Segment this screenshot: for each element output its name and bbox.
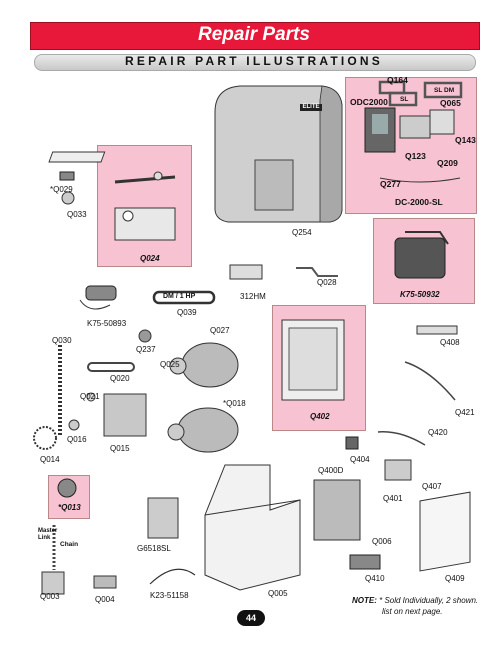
label-q024: Q024 xyxy=(140,254,160,263)
bracket-q028-illustration xyxy=(296,267,338,277)
label-q003: Q003 xyxy=(40,592,60,601)
receiver-312hm-illustration xyxy=(229,264,263,280)
label-q015: Q015 xyxy=(110,444,130,453)
label-q039: Q039 xyxy=(177,308,197,317)
label-q005: Q005 xyxy=(268,589,288,598)
label-q004: Q004 xyxy=(95,595,115,604)
label-q164: Q164 xyxy=(387,75,408,85)
label-q402: Q402 xyxy=(310,412,330,421)
panel-q013 xyxy=(48,475,90,519)
label-q014: Q014 xyxy=(40,455,60,464)
capacitor-q404-illustration xyxy=(345,436,359,450)
label-q016: Q016 xyxy=(67,435,87,444)
bracket-q004-illustration xyxy=(93,575,117,589)
label-q143: Q143 xyxy=(455,135,476,145)
label-dm-1hp: DM / 1 HP xyxy=(163,293,196,300)
label-k75-50932: K75-50932 xyxy=(400,290,440,299)
collar-q016-illustration xyxy=(68,419,80,431)
board-q401-illustration xyxy=(384,459,412,481)
label-k75-50893: K75-50893 xyxy=(87,319,127,328)
label-master-link: Master Link xyxy=(38,528,58,541)
label-q123: Q123 xyxy=(405,151,426,161)
label-sl-dm: SL DM xyxy=(434,87,455,94)
note-text-2: list on next page. xyxy=(382,607,443,616)
label-q006: Q006 xyxy=(372,537,392,546)
label-q033: Q033 xyxy=(67,210,87,219)
label-q030: Q030 xyxy=(52,336,72,345)
heatsink-g6518sl-illustration xyxy=(147,497,179,539)
harness-q421-illustration xyxy=(404,361,456,401)
harness-q420-illustration xyxy=(377,431,426,446)
label-q401: Q401 xyxy=(383,494,403,503)
label-odc2000: ODC2000 xyxy=(350,97,388,107)
label-q421: Q421 xyxy=(455,408,475,417)
label-q020: Q020 xyxy=(110,374,130,383)
harness-k75-50893-illustration xyxy=(79,285,117,310)
label-k23-51158: K23-51158 xyxy=(150,591,189,600)
label-dc-2000-sl: DC-2000-SL xyxy=(395,197,443,207)
label-q018: *Q018 xyxy=(223,399,246,408)
panel-q409-illustration xyxy=(419,491,471,572)
label-q209: Q209 xyxy=(437,158,458,168)
board-q408-illustration xyxy=(416,325,458,335)
label-q237: Q237 xyxy=(136,345,156,354)
label-sl: SL xyxy=(400,96,409,103)
label-q410: Q410 xyxy=(365,574,385,583)
label-q028: Q028 xyxy=(317,278,337,287)
label-q404: Q404 xyxy=(350,455,370,464)
label-q027: Q027 xyxy=(210,326,230,335)
belt-q020-illustration xyxy=(87,362,135,372)
label-q409: Q409 xyxy=(445,574,465,583)
board-q400d-illustration xyxy=(313,479,361,541)
motor-q027-illustration xyxy=(169,342,239,388)
label-q021: Q021 xyxy=(80,392,100,401)
subtitle-bar xyxy=(34,54,476,71)
page-number: 44 xyxy=(237,610,265,626)
motor-q018-illustration xyxy=(167,407,239,453)
label-q277: Q277 xyxy=(380,179,401,189)
note-label: NOTE: xyxy=(352,596,377,605)
label-q254: Q254 xyxy=(292,228,312,237)
label-q407: Q407 xyxy=(422,482,442,491)
label-q025: Q025 xyxy=(160,360,180,369)
page-subtitle: REPAIR PART ILLUSTRATIONS xyxy=(125,54,383,68)
panel-q024 xyxy=(97,145,192,267)
label-q065: Q065 xyxy=(440,98,461,108)
title-banner xyxy=(30,22,480,50)
operator-housing-illustration xyxy=(214,85,343,223)
part-q410-illustration xyxy=(349,554,381,570)
elite-brand-text: ELITE xyxy=(302,104,320,110)
label-q013: *Q013 xyxy=(58,503,81,512)
footnote: NOTE: * Sold Individually, 2 shown. list… xyxy=(352,594,492,616)
chassis-q005-illustration xyxy=(204,464,301,591)
note-text-1: * Sold Individually, 2 shown. xyxy=(376,596,479,605)
label-q420: Q420 xyxy=(428,428,448,437)
label-q400d: Q400D xyxy=(318,466,344,475)
gearbox-q015-illustration xyxy=(103,393,147,437)
label-q408: Q408 xyxy=(440,338,460,347)
label-chain: Chain xyxy=(60,541,79,548)
label-q029: *Q029 xyxy=(50,185,73,194)
page-title: Repair Parts xyxy=(198,24,310,45)
sprocket-q014-illustration xyxy=(33,426,57,450)
label-312hm: 312HM xyxy=(240,292,266,301)
label-g6518sl: G6518SL xyxy=(137,544,171,553)
parts-q003-illustration xyxy=(41,571,65,595)
cable-k23-51158-illustration xyxy=(149,568,196,585)
pulley-q237-illustration xyxy=(138,329,152,343)
